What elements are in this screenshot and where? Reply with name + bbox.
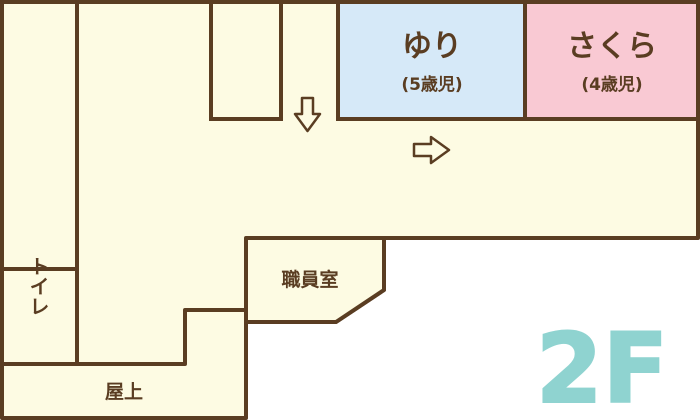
room-sakura-age: (4歳児) xyxy=(581,74,642,95)
storage-box xyxy=(209,0,283,121)
left-column xyxy=(0,0,79,271)
staff-room xyxy=(244,236,386,324)
rooftop-boundary xyxy=(77,308,246,366)
arrow-down-icon xyxy=(293,96,322,133)
staff-room-label: 職員室 xyxy=(281,268,338,291)
room-sakura-name: さくら xyxy=(567,29,657,64)
toilet-room xyxy=(0,267,79,366)
room-yuri-name: ゆり xyxy=(402,29,462,64)
toilet-label: トイレ xyxy=(26,256,50,316)
room-sakura xyxy=(523,0,700,121)
rooftop-label: 屋上 xyxy=(105,381,143,403)
floor-number: 2F xyxy=(536,313,668,420)
arrow-right-icon xyxy=(412,135,451,165)
room-yuri-age: (5歳児) xyxy=(401,74,462,95)
